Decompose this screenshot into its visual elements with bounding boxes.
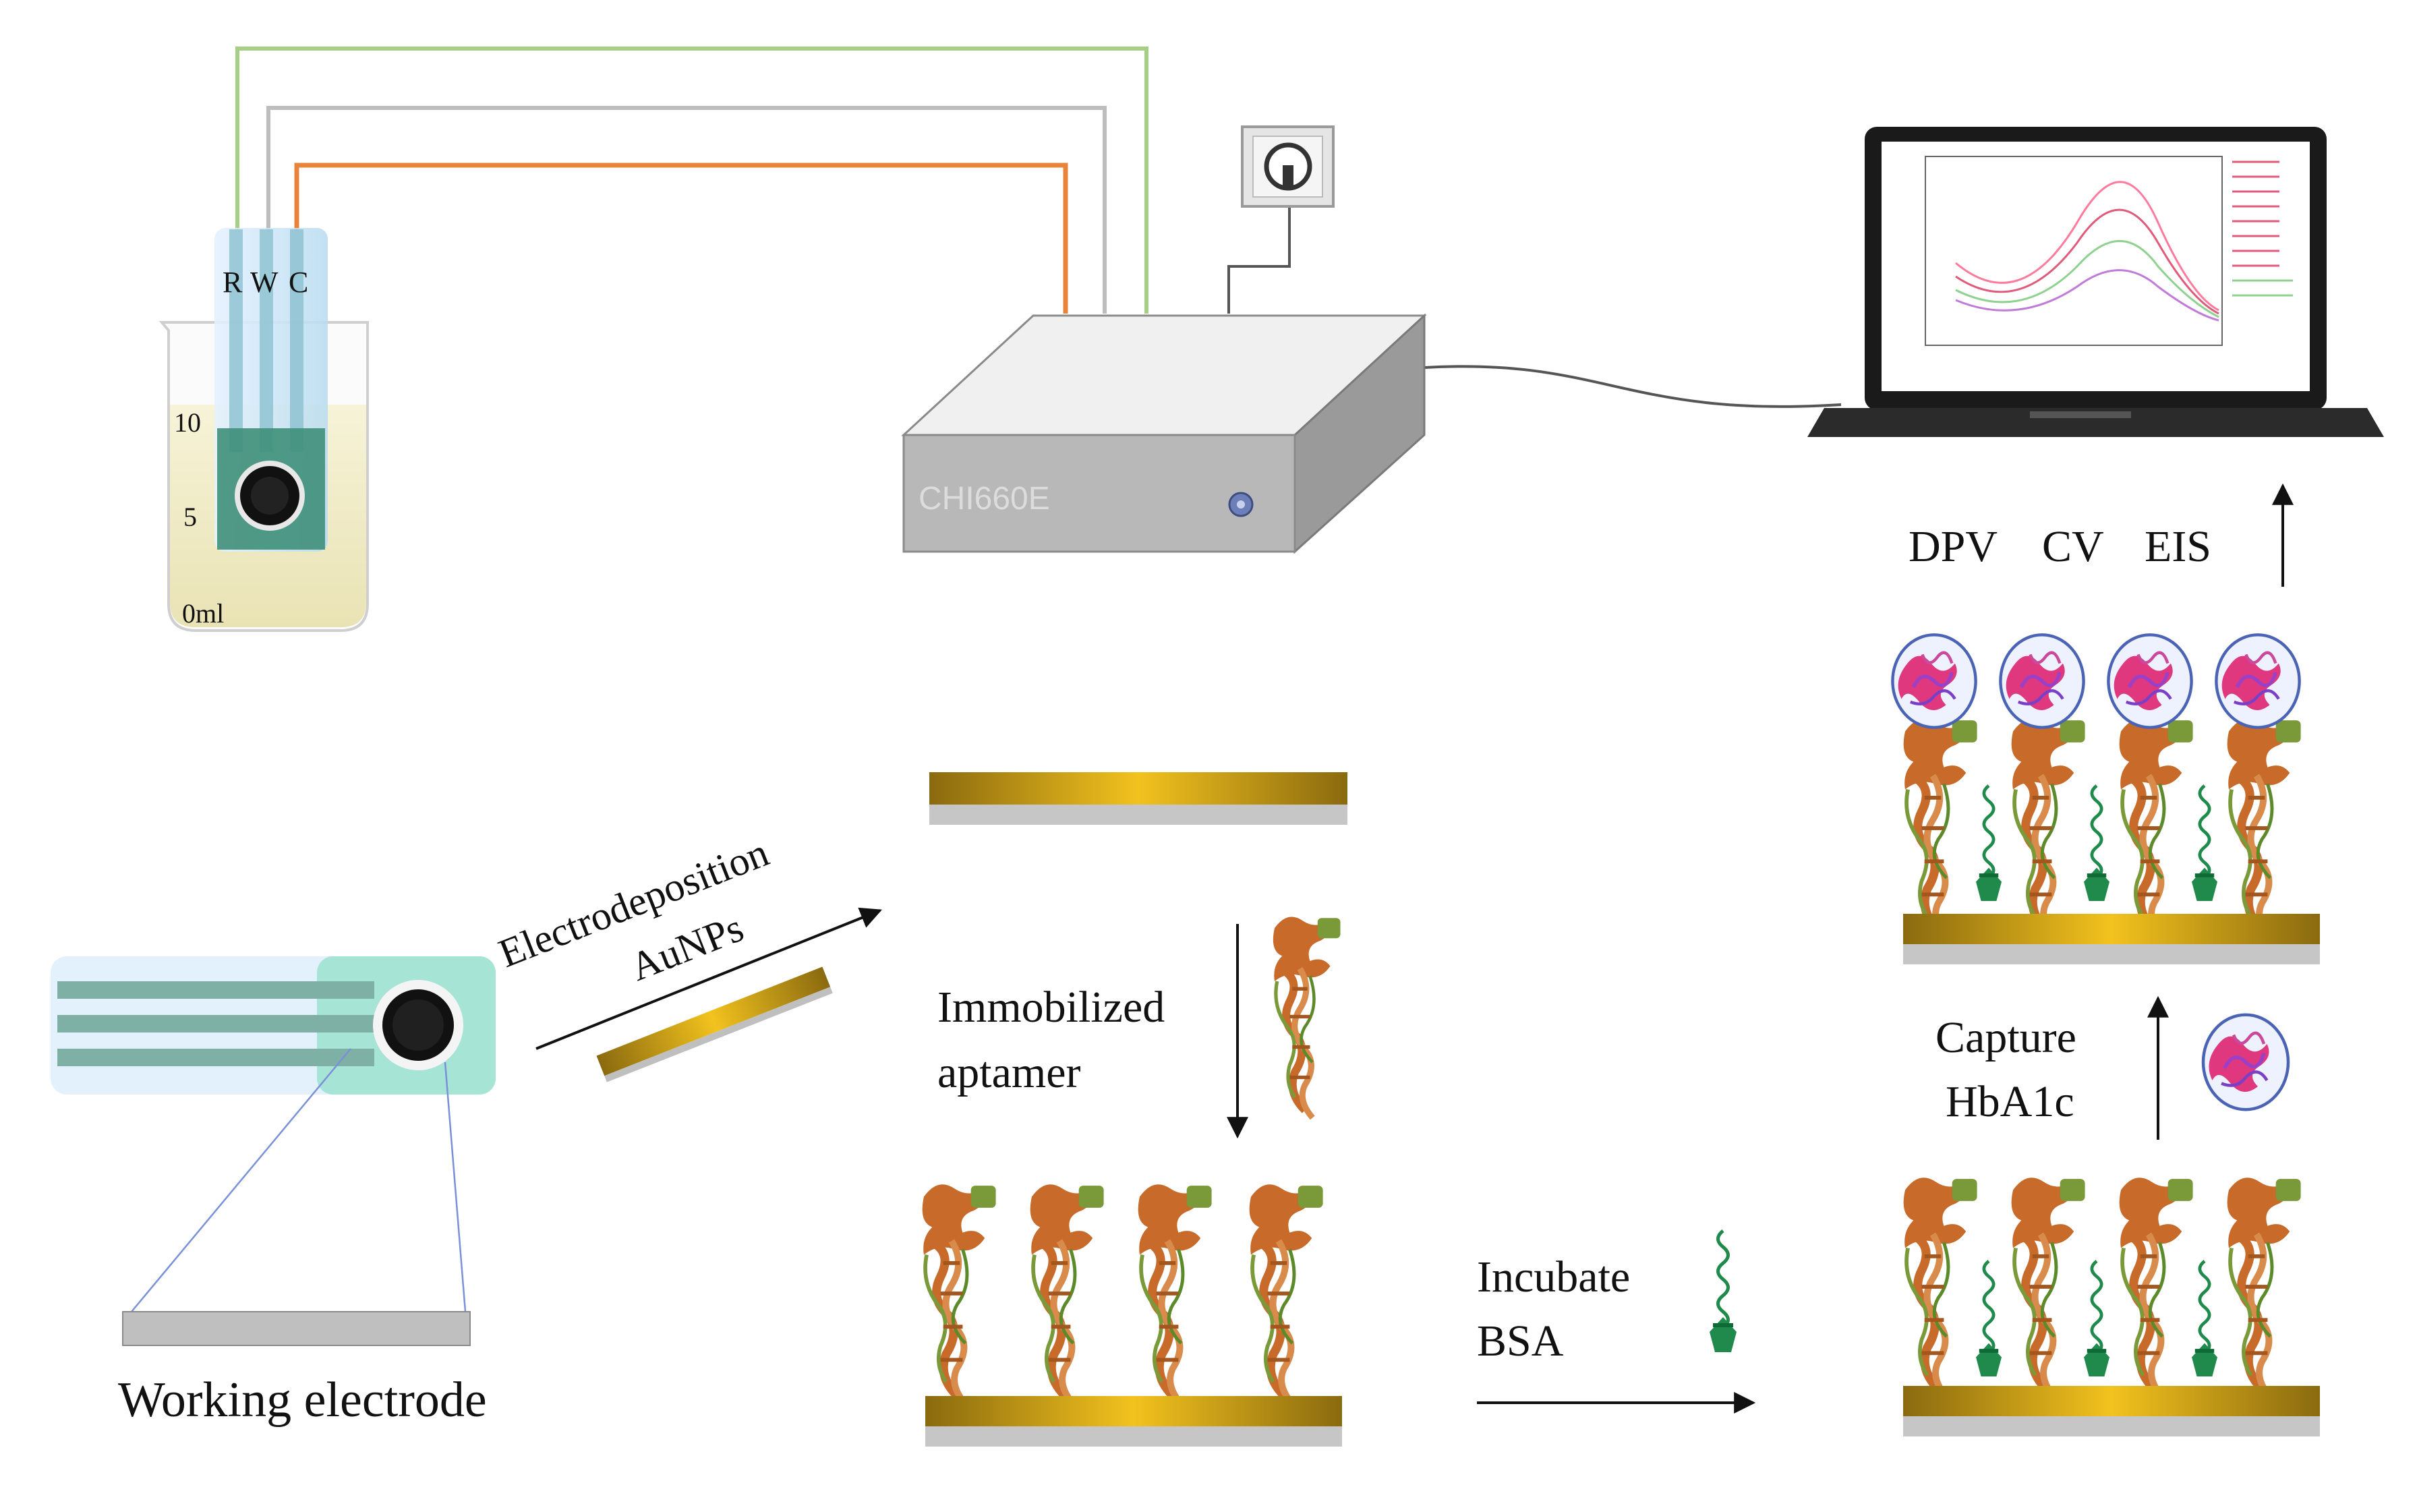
mark-10: 10 — [174, 407, 201, 438]
hba1c-c3 — [2108, 635, 2191, 727]
wire-reference — [235, 47, 1148, 314]
technique-cv: CV — [2042, 522, 2104, 571]
bsa-b3 — [2192, 1261, 2217, 1376]
screen-plot — [1925, 156, 2293, 346]
cell-cables — [235, 47, 1842, 408]
label-capture: Capture — [1935, 1013, 2076, 1062]
bsa-c3 — [2192, 786, 2217, 901]
screen-curve-4 — [1955, 269, 2219, 322]
step-immobilize: Immobilized aptamer — [937, 917, 1341, 1139]
working-electrode-label: Working electrode — [118, 1372, 487, 1428]
screen-printed-electrode: Working electrode — [51, 956, 496, 1428]
bsa-b2 — [2084, 1261, 2109, 1376]
label-hba1c: HbA1c — [1946, 1077, 2074, 1126]
aptamer-b3 — [2120, 1177, 2193, 1397]
screen-curve-2 — [1955, 208, 2219, 315]
bsa-blocked-electrode — [1903, 1177, 2320, 1436]
aptamer-b2 — [2012, 1177, 2085, 1397]
working-electrode-slab — [122, 1311, 471, 1346]
technique-eis: EIS — [2145, 522, 2211, 571]
gold-electrode-bare — [929, 772, 1347, 825]
step-capture: Capture HbA1c — [1935, 995, 2288, 1140]
bsa-b1 — [1976, 1261, 2002, 1376]
instrument-model: CHI660E — [919, 481, 1050, 517]
screen-curve-1 — [1955, 181, 2219, 312]
aptamer-icon — [1273, 917, 1341, 1118]
aptamer-2 — [1030, 1184, 1104, 1404]
label-C: C — [289, 266, 308, 299]
potentiostat: CHI660E — [901, 313, 1427, 554]
aptamer-3 — [1138, 1184, 1212, 1404]
aptamer-c4 — [2227, 719, 2301, 939]
hba1c-c2 — [2000, 635, 2083, 727]
bsa-c1 — [1976, 786, 2002, 901]
screen-legend-lines-2 — [2232, 279, 2293, 297]
power-outlet — [1241, 125, 1335, 208]
hba1c-c1 — [1892, 635, 1975, 727]
label-bsa: BSA — [1477, 1316, 1564, 1366]
aptamer-b1 — [1904, 1177, 1977, 1397]
hba1c-c4 — [2216, 635, 2299, 727]
label-W: W — [250, 266, 279, 299]
wire-power — [1227, 202, 1291, 314]
aptamer-1 — [923, 1184, 996, 1404]
label-immobilized: Immobilized — [937, 983, 1165, 1032]
electrochemical-cell: R W C 10 5 0ml — [158, 228, 369, 632]
aptamer-c2 — [2012, 719, 2085, 939]
zoom-line-left — [131, 1048, 351, 1312]
hba1c-captured-electrode — [1892, 635, 2320, 964]
potentiostat-front — [902, 434, 1296, 553]
bsa-c2 — [2084, 786, 2109, 901]
screen-curve-3 — [1955, 240, 2219, 318]
arrow-electrodeposition — [535, 907, 882, 1050]
step-incubate-bsa: Incubate BSA — [1477, 1231, 1756, 1414]
techniques-label: DPV CV EIS — [1909, 483, 2294, 587]
tilted-gold-electrode — [596, 966, 833, 1082]
wire-usb — [1424, 365, 1842, 408]
label-aptamer: aptamer — [937, 1048, 1081, 1097]
label-incubate: Incubate — [1477, 1252, 1630, 1302]
aptamer-4 — [1250, 1184, 1323, 1404]
laptop — [1807, 127, 2384, 437]
zoom-line-right — [444, 1062, 467, 1312]
aptamer-c3 — [2120, 719, 2193, 939]
aptamer-electrode — [923, 1184, 1342, 1447]
aptamer-b4 — [2227, 1177, 2301, 1397]
wire-working — [266, 106, 1107, 314]
hba1c-icon — [2203, 1015, 2288, 1109]
aptamer-c1 — [1904, 719, 1977, 939]
screen-legend-lines — [2232, 161, 2279, 267]
label-R: R — [223, 266, 243, 299]
bsa-icon — [1710, 1231, 1737, 1352]
mark-0ml: 0ml — [182, 598, 224, 629]
wire-counter — [294, 163, 1068, 314]
step-electrodeposition: Electrodeposition AuNPs — [493, 830, 882, 1082]
mark-5: 5 — [183, 502, 197, 532]
laptop-base — [1807, 408, 2384, 437]
technique-dpv: DPV — [1909, 522, 1998, 571]
